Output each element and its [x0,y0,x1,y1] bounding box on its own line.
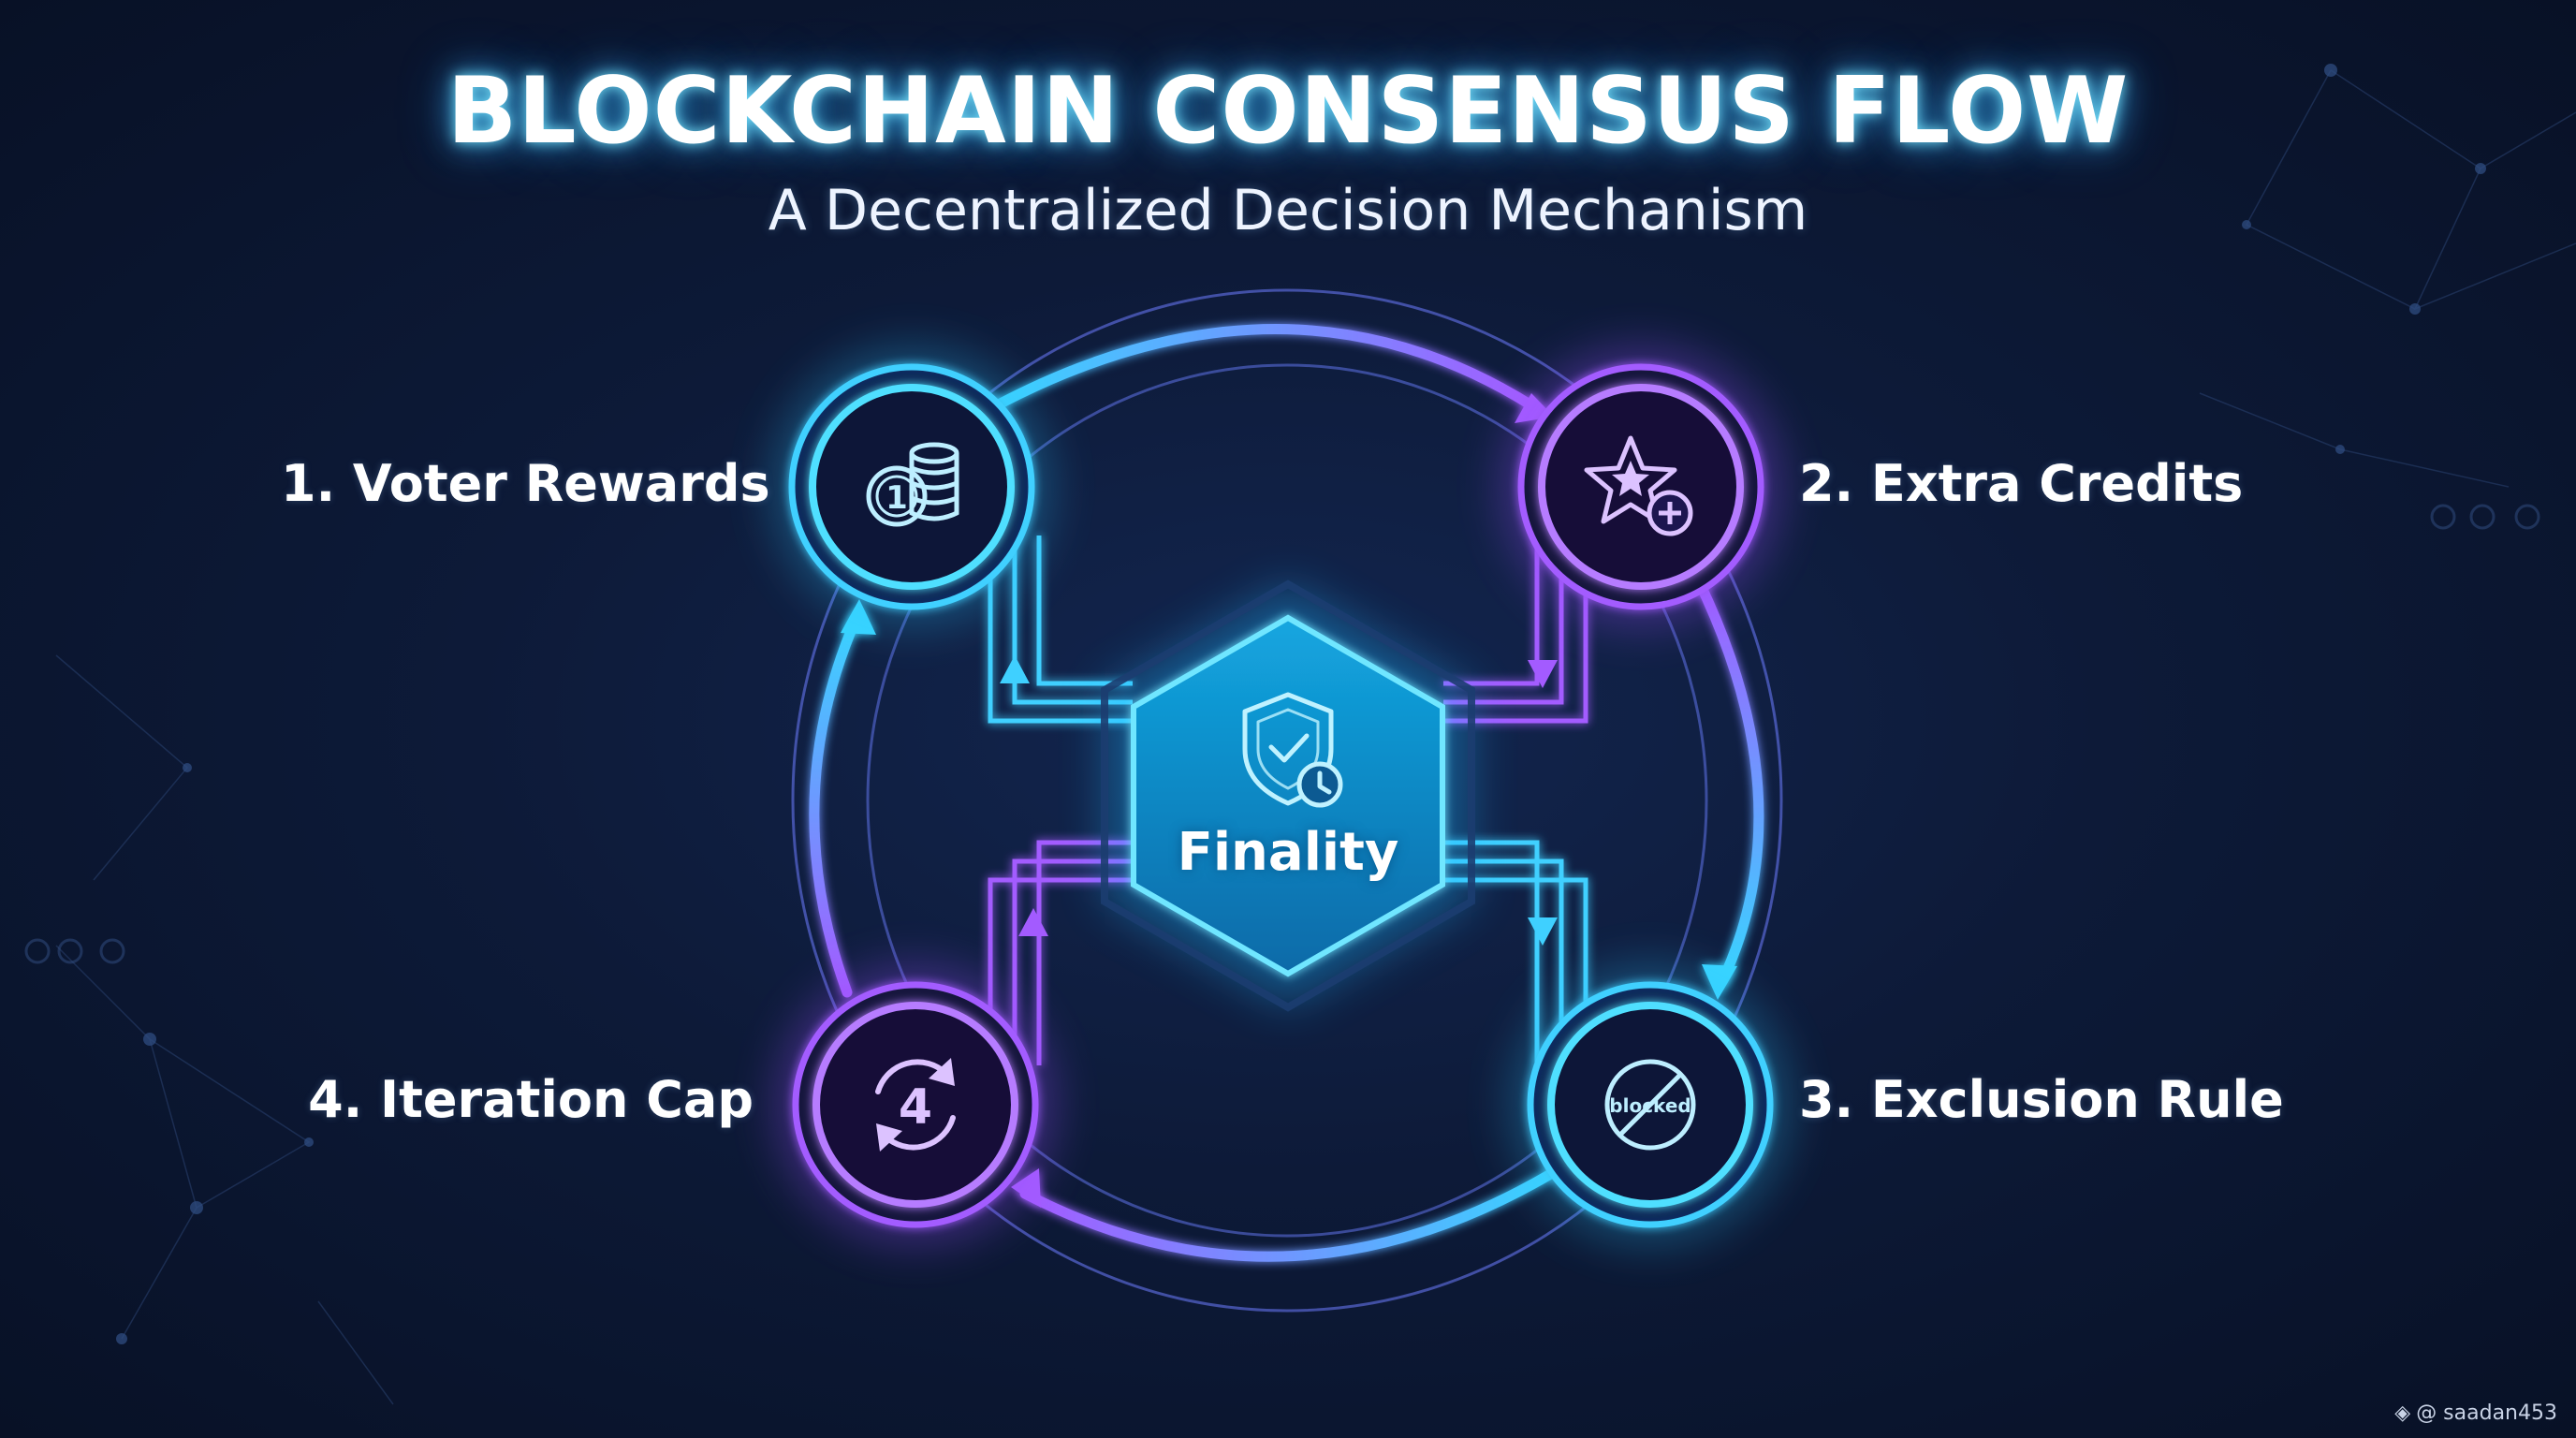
center-label-finality: Finality [1177,822,1399,883]
arc-voter-to-credits [991,324,1537,411]
inner-arrow-down-right [1528,660,1558,688]
blocked-icon-text: blocked [1609,1094,1690,1117]
node-label-exclusion-rule: 3. Exclusion Rule [1799,1070,2284,1129]
arrowhead-right [1702,964,1737,1000]
page-subtitle: A Decentralized Decision Mechanism [768,178,1808,243]
arc-exclusion-to-iteration [1019,1167,1559,1262]
outer-flow-arrows [809,324,1764,1262]
cycle-four-icon: 4 [875,1058,956,1152]
coin-stack-icon: 1 [866,442,959,527]
center-hexagon [1101,580,1475,1012]
outer-track [791,288,1783,1313]
inner-arrowheads [1000,655,1558,946]
diamond-logo-icon: ◈ [2394,1401,2411,1425]
arc-iteration-to-voter [809,612,862,998]
node-label-voter-rewards: 1. Voter Rewards [281,454,770,513]
page-title: BLOCKCHAIN CONSENSUS FLOW [446,58,2130,165]
shield-check-clock-icon [1242,692,1343,808]
arrowhead-left [841,599,876,635]
inner-arrow-up-left [1000,655,1030,683]
watermark-text: @ saadan453 [2416,1401,2557,1425]
node-voter-rewards: 1 [771,346,1052,627]
blocked-icon: blocked [1604,1059,1696,1151]
watermark: ◈ @ saadan453 [2394,1401,2557,1425]
node-extra-credits [1500,346,1781,627]
node-iteration-cap: 4 [775,964,1056,1245]
star-plus-icon [1584,435,1693,536]
node-label-iteration-cap: 4. Iteration Cap [308,1070,754,1129]
node-exclusion-rule: blocked [1510,964,1791,1245]
cycle-four-icon-text: 4 [899,1079,932,1136]
inner-arrow-up-left-bottom [1018,908,1048,936]
inner-arrow-down-right-bottom [1528,917,1558,946]
arc-credits-to-exclusion [1690,570,1764,987]
node-label-extra-credits: 2. Extra Credits [1799,454,2244,513]
svg-text:1: 1 [886,479,908,517]
